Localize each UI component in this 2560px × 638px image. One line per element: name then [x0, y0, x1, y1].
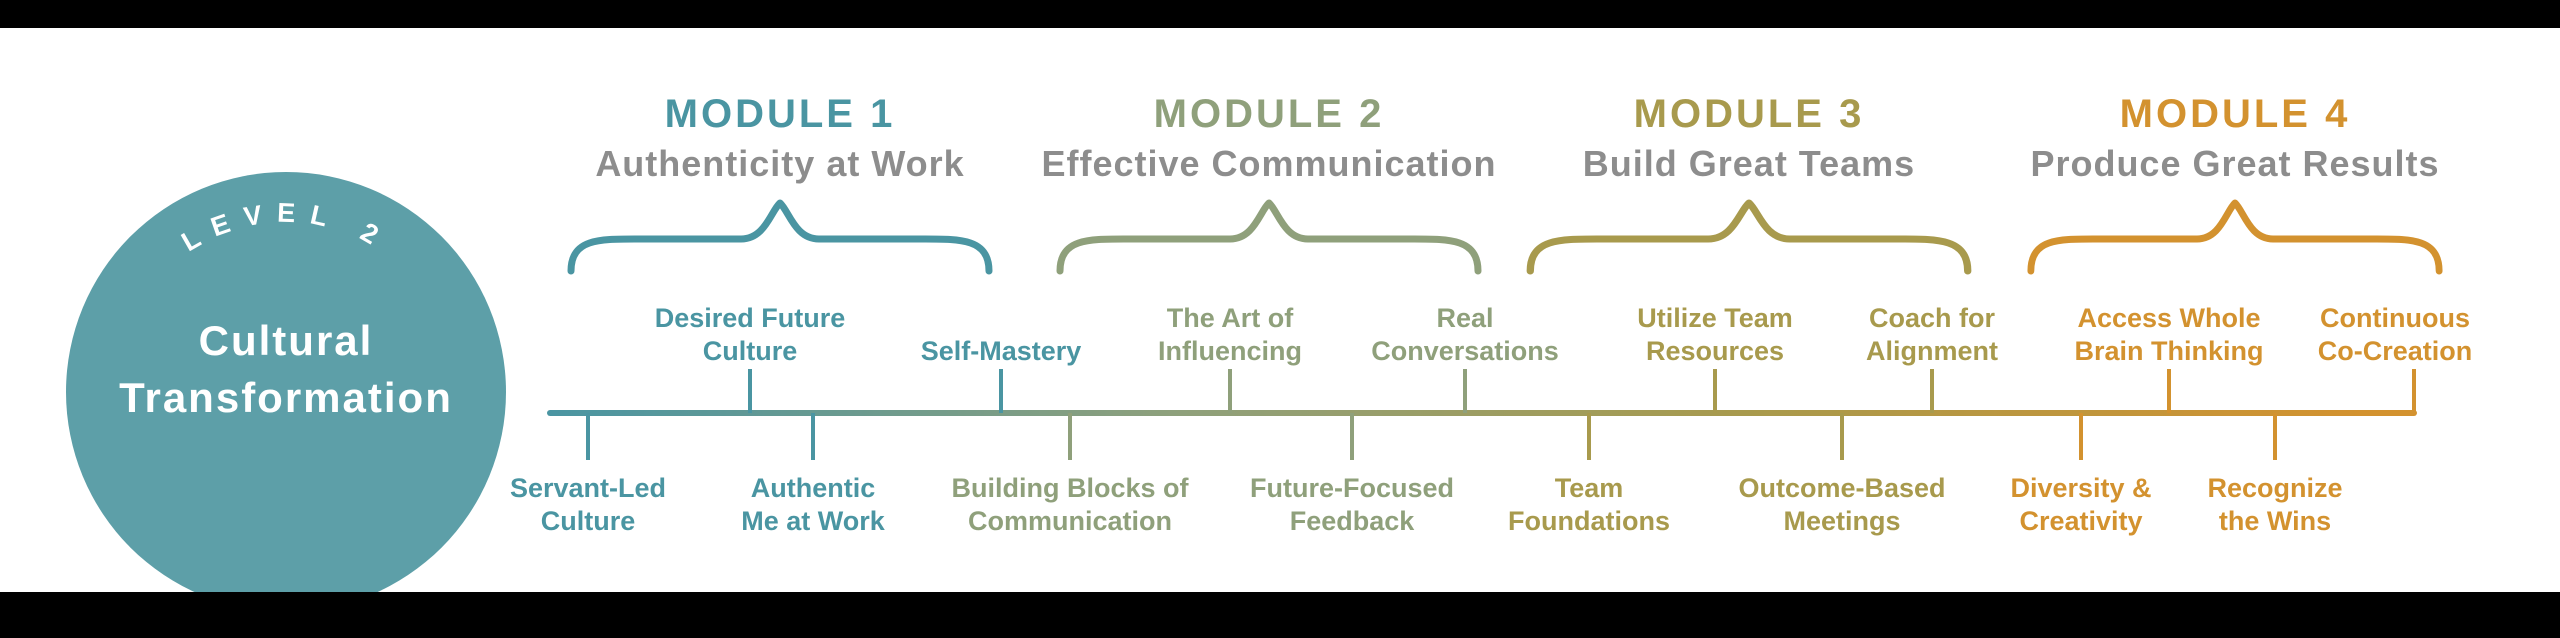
badge-title-line2: Transformation [119, 374, 453, 421]
timeline-tick [1463, 369, 1467, 413]
timeline-item-label: Diversity & Creativity [1921, 472, 2241, 538]
badge-title-line1: Cultural [199, 317, 374, 364]
timeline-tick [1350, 413, 1354, 460]
module-3-title: MODULE 3 [1633, 92, 1865, 136]
module-2-title: MODULE 2 [1153, 92, 1385, 136]
timeline-item-label: Authentic Me at Work [653, 472, 973, 538]
label-text: Self-Mastery [920, 336, 1082, 367]
module-2-section: MODULE 2 Effective Communication [1039, 92, 1499, 277]
timeline-tick [1587, 413, 1591, 460]
label-text: Continuous Co-Creation [2317, 303, 2473, 367]
timeline-tick [2079, 413, 2083, 460]
label-text: Access Whole Brain Thinking [2074, 303, 2264, 367]
label-text: Building Blocks of Communication [951, 473, 1189, 536]
timeline-item-label: The Art of Influencing [1070, 284, 1390, 368]
label-text: Desired Future Culture [654, 303, 846, 367]
module-3-section: MODULE 3 Build Great Teams [1519, 92, 1979, 277]
timeline-tick [2167, 369, 2171, 413]
timeline-tick [1068, 413, 1072, 460]
label-text: Team Foundations [1508, 473, 1670, 536]
timeline-item-label: Servant-Led Culture [428, 472, 748, 538]
label-text: Recognize the Wins [2207, 473, 2343, 536]
timeline-tick [1713, 369, 1717, 413]
label-text: Utilize Team Resources [1637, 303, 1793, 367]
module-4-section: MODULE 4 Produce Great Results [2005, 92, 2465, 277]
label-text: Real Conversations [1371, 303, 1559, 367]
timeline-tick [811, 413, 815, 460]
module-1-subtitle: Authenticity at Work [595, 143, 965, 184]
timeline-tick [1930, 369, 1934, 413]
timeline-item-label: Utilize Team Resources [1555, 284, 1875, 368]
module-1-title: MODULE 1 [664, 92, 896, 136]
timeline-item-label: Recognize the Wins [2115, 472, 2435, 538]
label-text: The Art of Influencing [1158, 303, 1302, 367]
label-text: Authentic Me at Work [741, 473, 885, 536]
bottom-letterbox-bar [0, 592, 2560, 638]
timeline-tick [2273, 413, 2277, 460]
timeline-item-label: Building Blocks of Communication [910, 472, 1230, 538]
timeline-item-label: Access Whole Brain Thinking [2009, 284, 2329, 368]
timeline-tick [999, 369, 1003, 413]
timeline-item-label: Coach for Alignment [1772, 284, 2092, 368]
timeline-item-label: Future-Focused Feedback [1192, 472, 1512, 538]
label-text: Future-Focused Feedback [1249, 473, 1454, 536]
timeline-tick [748, 369, 752, 413]
module-2-brace-icon [1056, 199, 1482, 275]
module-3-subtitle: Build Great Teams [1582, 143, 1916, 184]
label-text: Servant-Led Culture [509, 473, 667, 536]
module-4-brace-icon [2027, 199, 2443, 275]
timeline-item-label: Team Foundations [1429, 472, 1749, 538]
module-4-subtitle: Produce Great Results [2030, 143, 2440, 184]
timeline-tick [1228, 369, 1232, 413]
module-3-brace-icon [1526, 199, 1972, 275]
module-4-title: MODULE 4 [2119, 92, 2351, 136]
top-letterbox-bar [0, 0, 2560, 28]
timeline-line [547, 410, 2417, 416]
timeline-item-label: Desired Future Culture [590, 284, 910, 368]
timeline-item-label: Self-Mastery [841, 284, 1161, 368]
label-text: Diversity & Creativity [2010, 473, 2152, 536]
timeline-item-label: Outcome-Based Meetings [1682, 472, 2002, 538]
module-1-brace-icon [567, 199, 993, 275]
timeline-tick [586, 413, 590, 460]
timeline-item-label: Continuous Co-Creation [2235, 284, 2555, 368]
label-text: Coach for Alignment [1866, 303, 1998, 367]
timeline-item-label: Real Conversations [1305, 284, 1625, 368]
module-1-section: MODULE 1 Authenticity at Work [550, 92, 1010, 277]
timeline-tick [1840, 413, 1844, 460]
module-2-subtitle: Effective Communication [1041, 143, 1497, 184]
timeline-tick [2412, 369, 2416, 413]
label-text: Outcome-Based Meetings [1738, 473, 1946, 536]
level-badge-circle [66, 172, 506, 612]
level-badge: LEVEL 2 Cultural Transformation [66, 172, 506, 612]
